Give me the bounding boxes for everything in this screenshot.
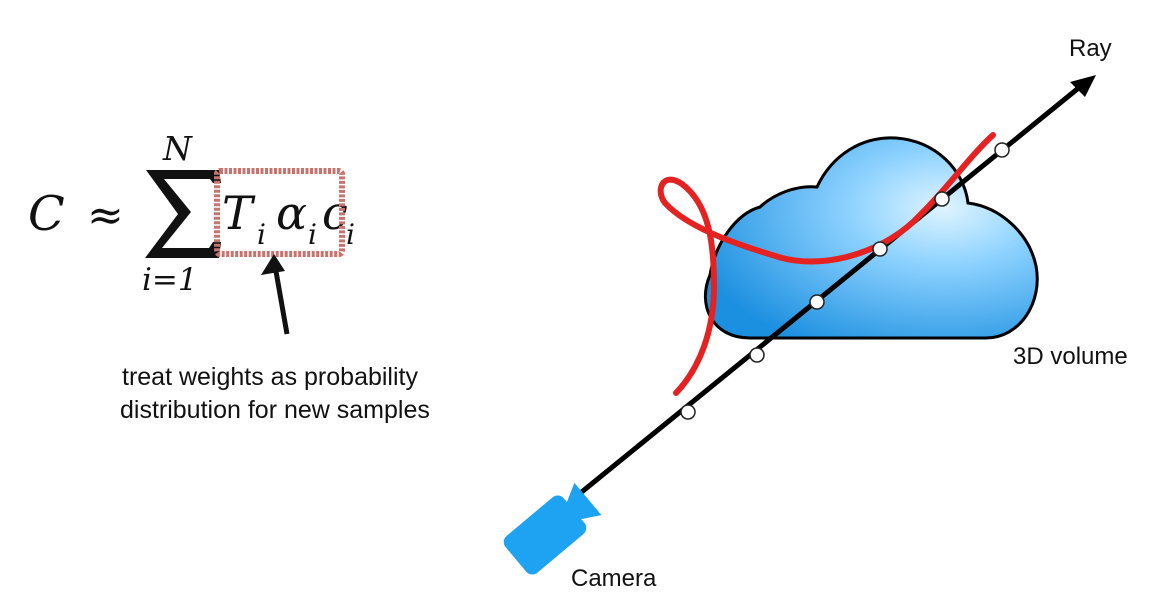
- sum-symbol: [145, 170, 221, 258]
- cloud-icon: [704, 136, 1039, 340]
- annotation-arrow-head: [261, 254, 285, 275]
- sample-point: [680, 404, 696, 420]
- sample-point: [872, 241, 888, 257]
- sum-lower-limit: i=1: [142, 262, 198, 298]
- sum-upper-limit: N: [162, 129, 193, 168]
- term-transmittance-subscript: i: [257, 218, 266, 251]
- term-alpha-subscript: i: [308, 218, 317, 251]
- sample-point: [934, 191, 950, 207]
- video-camera-icon: [503, 482, 602, 575]
- annotation-line-1: treat weights as probability: [122, 363, 418, 391]
- weight-distribution-curve: [657, 132, 996, 396]
- ray-label: Ray: [1069, 35, 1112, 62]
- sample-point: [994, 142, 1010, 158]
- sample-points: [680, 142, 1010, 420]
- equation-approx: ≈: [87, 190, 124, 241]
- volume-label: 3D volume: [1013, 343, 1128, 370]
- sample-point: [749, 347, 765, 363]
- equation: C ≈ N i=1 T i α i c i: [28, 129, 355, 298]
- annotation-line-2: distribution for new samples: [120, 396, 430, 424]
- term-transmittance: T: [222, 186, 256, 240]
- camera-label: Camera: [571, 565, 657, 592]
- sample-point: [809, 294, 825, 310]
- equation-lhs: C: [28, 186, 65, 242]
- ray-arrow-head: [1070, 75, 1096, 97]
- weights-highlight-box: [214, 168, 345, 257]
- term-color-subscript: i: [346, 218, 355, 251]
- term-alpha: α: [276, 186, 307, 240]
